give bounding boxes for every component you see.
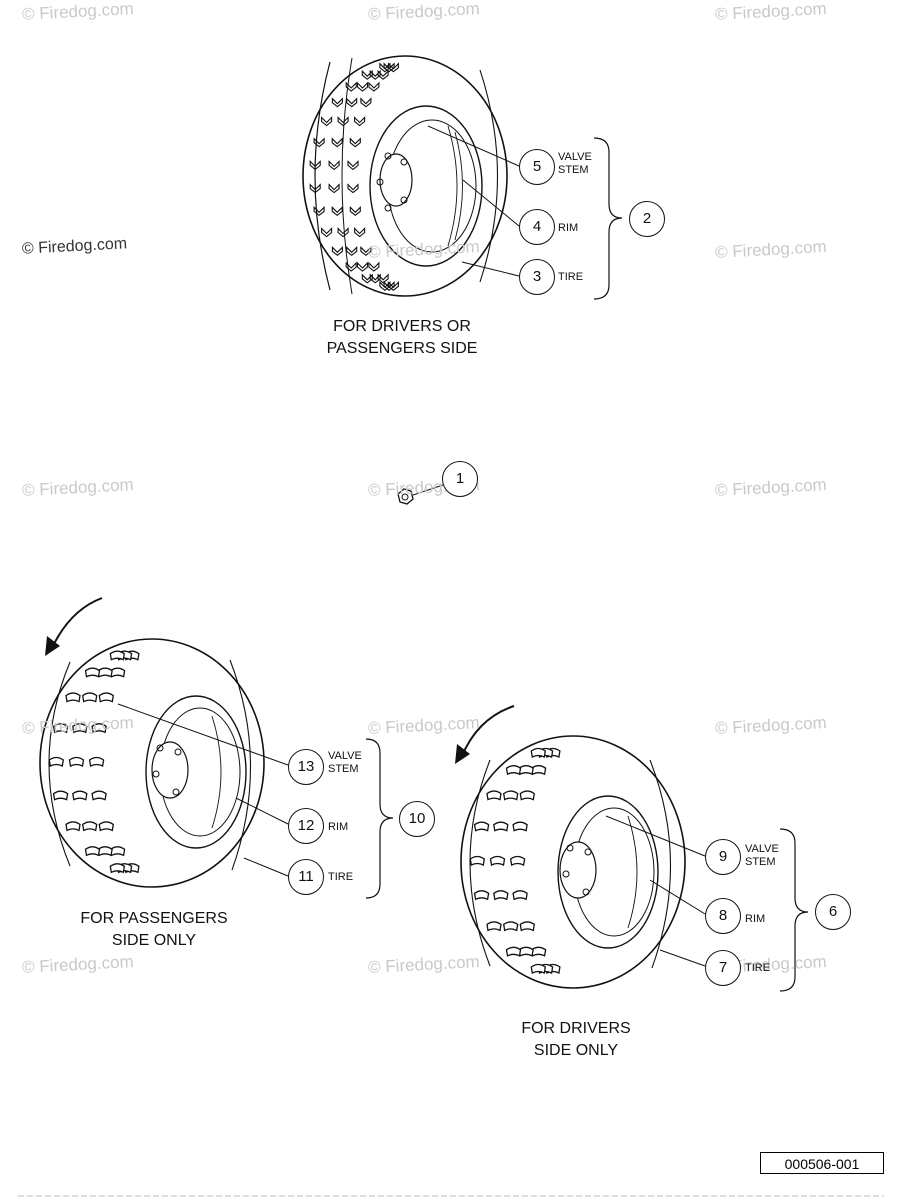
- tread-lug: [98, 821, 114, 832]
- part-number: 3: [532, 268, 542, 285]
- callout-part-4[interactable]: 4: [519, 209, 555, 245]
- tread-lug: [486, 790, 502, 801]
- group-number: 6: [828, 903, 838, 920]
- tread-lug: [530, 963, 546, 974]
- part-number: 7: [718, 959, 728, 976]
- callout-part-5[interactable]: 5: [519, 149, 555, 185]
- document-number: 000506-001: [760, 1152, 884, 1174]
- tread-lug: [505, 946, 522, 957]
- tread-lug: [503, 790, 519, 801]
- tread-lug: [530, 747, 546, 758]
- tread-lug: [519, 790, 535, 801]
- part-number: 5: [532, 158, 542, 175]
- tread-lug: [489, 855, 506, 866]
- rotation-arrow-right: [461, 705, 515, 757]
- part-label-tire: TIRE: [328, 871, 354, 883]
- callout-group-6[interactable]: 6: [815, 894, 851, 930]
- callout-part-3[interactable]: 3: [519, 259, 555, 295]
- tread-lug: [97, 846, 113, 856]
- left-tire-drawing: [39, 638, 265, 888]
- tread-lug: [109, 846, 126, 856]
- callout-part-13[interactable]: 13: [288, 749, 324, 785]
- tread-lug: [82, 821, 98, 832]
- tread-lug: [503, 921, 519, 932]
- rotation-arrow-left: [51, 597, 103, 649]
- tread-lug: [109, 650, 125, 661]
- tread-lug: [52, 790, 69, 801]
- tread-lug: [97, 667, 113, 678]
- tread-lug: [48, 756, 64, 767]
- tread-lug: [65, 692, 81, 703]
- tread-lug: [518, 765, 534, 775]
- tread-lug: [88, 756, 105, 767]
- tread-lug: [98, 692, 114, 703]
- tread-lug: [68, 756, 85, 767]
- part-label-rim: RIM: [745, 913, 766, 925]
- tread-lug: [518, 946, 534, 957]
- part-number: 12: [297, 817, 315, 834]
- top-tire-drawing: [302, 55, 508, 297]
- tread-lug: [473, 821, 490, 832]
- tread-lug: [530, 946, 547, 957]
- tread-lug: [486, 921, 502, 932]
- tread-lug: [109, 667, 126, 678]
- callout-part-12[interactable]: 12: [288, 808, 324, 844]
- callout-part-7[interactable]: 7: [705, 950, 741, 986]
- tread-lug: [512, 821, 528, 832]
- part-label-rim: RIM: [328, 821, 349, 833]
- callout-group-2[interactable]: 2: [629, 201, 665, 237]
- tread-lug: [84, 667, 101, 678]
- tread-lug: [509, 855, 526, 866]
- tread-lug: [65, 821, 81, 832]
- callout-part-11[interactable]: 11: [288, 859, 324, 895]
- tread-lug: [84, 846, 101, 856]
- tread-lug: [473, 890, 490, 900]
- tread-lug: [512, 890, 528, 900]
- part-number: 8: [718, 907, 728, 924]
- lug-nut-drawing: [397, 484, 444, 505]
- right-tire-drawing: [460, 735, 686, 989]
- tread-lug: [82, 692, 98, 703]
- tread-lug: [72, 790, 88, 801]
- callout-group-10[interactable]: 10: [399, 801, 435, 837]
- tread-lug: [530, 765, 547, 775]
- group-number: 2: [642, 210, 652, 227]
- callout-part-9[interactable]: 9: [705, 839, 741, 875]
- tread-lug: [519, 921, 535, 932]
- part-number: 9: [718, 848, 728, 865]
- callout-part-1[interactable]: 1: [442, 461, 478, 497]
- part-number: 13: [297, 758, 315, 775]
- group-number: 10: [408, 810, 426, 827]
- tread-lug: [493, 890, 509, 900]
- tread-lug: [469, 855, 485, 866]
- part-number: 1: [455, 470, 465, 487]
- part-label-tire: TIRE: [558, 271, 584, 283]
- part-number: 4: [532, 218, 542, 235]
- callout-part-8[interactable]: 8: [705, 898, 741, 934]
- part-label-tire: TIRE: [745, 962, 771, 974]
- part-label-rim: RIM: [558, 222, 579, 234]
- part-number: 11: [298, 868, 314, 885]
- tread-lug: [493, 821, 509, 832]
- tread-lug: [109, 863, 125, 873]
- tread-lug: [91, 790, 107, 801]
- tread-lug: [505, 765, 522, 775]
